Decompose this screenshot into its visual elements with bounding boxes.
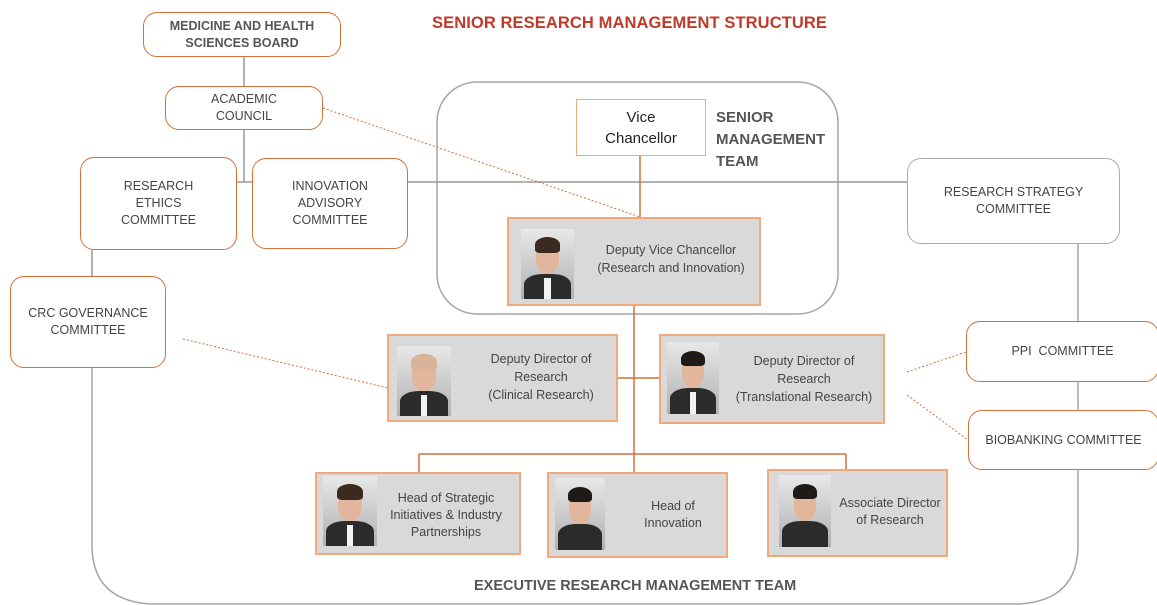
head-innovation-photo xyxy=(555,478,605,550)
crc-governance-box: CRC GOVERNANCE COMMITTEE xyxy=(10,276,166,368)
academic-council-label: ACADEMIC COUNCIL xyxy=(211,92,277,123)
associate-director-label: Associate Director of Research xyxy=(835,495,945,529)
ppi-committee-box: PPI COMMITTEE xyxy=(966,321,1157,382)
biobanking-committee-box: BIOBANKING COMMITTEE xyxy=(968,410,1157,470)
research-strategy-box: RESEARCH STRATEGY COMMITTEE xyxy=(907,158,1120,244)
associate-director-photo xyxy=(779,475,831,547)
head-strategic-label: Head of Strategic Initiatives & Industry… xyxy=(383,490,509,541)
crc-governance-label: CRC GOVERNANCE COMMITTEE xyxy=(28,306,148,337)
ddr-clinical-card: Deputy Director of Research (Clinical Re… xyxy=(387,334,618,422)
vice-chancellor-box: Vice Chancellor xyxy=(576,99,706,156)
head-strategic-card: Head of Strategic Initiatives & Industry… xyxy=(315,472,521,555)
ddr-clinical-photo xyxy=(397,346,451,416)
senior-management-team-text: SENIOR MANAGEMENT TEAM xyxy=(716,109,826,170)
dvc-subtitle: (Research and Innovation) xyxy=(597,261,745,276)
ddr-translational-photo xyxy=(667,342,719,414)
crc-dotted-line xyxy=(182,338,389,389)
associate-director-card: Associate Director of Research xyxy=(767,469,948,557)
ddr-clinical-subtitle: (Clinical Research) xyxy=(488,388,594,403)
vice-chancellor-label: Vice Chancellor xyxy=(605,108,677,147)
ppi-dotted-line xyxy=(906,351,967,373)
head-strategic-title: Head of Strategic Initiatives & Industry… xyxy=(390,491,502,539)
ddr-translational-subtitle: (Translational Research) xyxy=(735,390,873,405)
ddr-translational-label: Deputy Director of Research (Translation… xyxy=(727,352,881,406)
research-ethics-box: RESEARCH ETHICS COMMITTEE xyxy=(80,157,237,250)
head-innovation-label: Head of Innovation xyxy=(633,498,713,532)
dvc-label: Deputy Vice Chancellor (Research and Inn… xyxy=(583,241,759,277)
biobanking-committee-label: BIOBANKING COMMITTEE xyxy=(985,432,1142,447)
head-innovation-card: Head of Innovation xyxy=(547,472,728,558)
academic-council-box: ACADEMIC COUNCIL xyxy=(165,86,323,130)
head-strategic-photo xyxy=(323,476,377,546)
dvc-photo xyxy=(521,229,574,299)
head-innovation-title: Head of Innovation xyxy=(644,499,702,530)
research-ethics-label: RESEARCH ETHICS COMMITTEE xyxy=(121,179,196,227)
medicine-board-box: MEDICINE AND HEALTH SCIENCES BOARD xyxy=(143,12,341,57)
dvc-card: Deputy Vice Chancellor (Research and Inn… xyxy=(507,217,761,306)
associate-director-title: Associate Director of Research xyxy=(839,496,941,527)
medicine-board-label: MEDICINE AND HEALTH SCIENCES BOARD xyxy=(169,18,315,50)
ddr-translational-card: Deputy Director of Research (Translation… xyxy=(659,334,885,424)
biobanking-dotted-line xyxy=(906,394,969,441)
ddr-clinical-title: Deputy Director of Research xyxy=(490,352,592,385)
research-strategy-label: RESEARCH STRATEGY COMMITTEE xyxy=(943,185,1084,216)
innovation-advisory-box: INNOVATION ADVISORY COMMITTEE xyxy=(252,158,408,249)
page-title: SENIOR RESEARCH MANAGEMENT STRUCTURE xyxy=(432,14,828,32)
ddr-translational-title: Deputy Director of Research xyxy=(753,354,855,387)
ppi-committee-label: PPI COMMITTEE xyxy=(1011,344,1114,359)
innovation-advisory-label: INNOVATION ADVISORY COMMITTEE xyxy=(292,179,368,227)
senior-management-team-label: SENIOR MANAGEMENT TEAM xyxy=(716,107,846,172)
executive-team-label: EXECUTIVE RESEARCH MANAGEMENT TEAM xyxy=(474,578,797,594)
ddr-clinical-label: Deputy Director of Research (Clinical Re… xyxy=(471,350,611,404)
dvc-title: Deputy Vice Chancellor xyxy=(605,243,737,257)
